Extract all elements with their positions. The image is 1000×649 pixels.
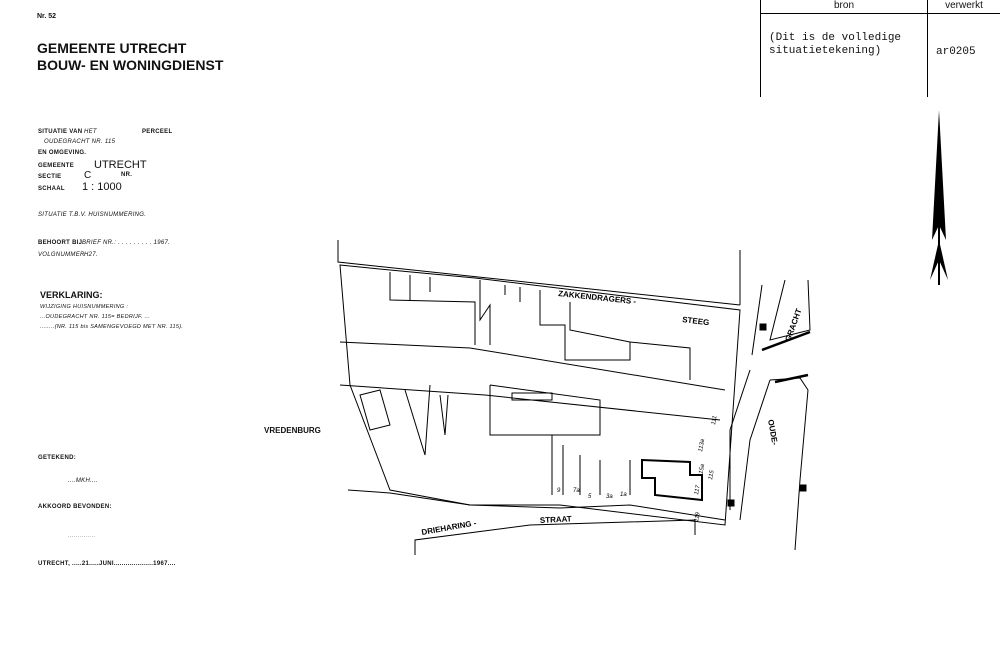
- org-name: GEMEENTE UTRECHT: [37, 40, 187, 56]
- house-number: 3a: [606, 494, 613, 500]
- situatie-hand: HET: [84, 129, 97, 135]
- place-date: UTRECHT, .....21.....JUNI...............…: [38, 561, 176, 567]
- house-number: 115a: [698, 463, 706, 477]
- verklaring-heading: VERKLARING:: [40, 290, 103, 300]
- verklaring-line-3: ........(NR. 115 bis SAMENGEVOEGD MET NR…: [40, 324, 184, 330]
- street-gracht: GRACHT: [783, 307, 803, 342]
- sectie-value: C: [84, 170, 92, 181]
- gemeente-label: GEMEENTE: [38, 163, 75, 169]
- house-number: 115: [708, 469, 716, 480]
- purpose: SITUATIE T.B.V. HUISNUMMERING.: [38, 212, 147, 218]
- house-number: 9: [557, 488, 561, 494]
- north-arrow-icon: [930, 110, 948, 285]
- akkoord-label: AKKOORD BEVONDEN:: [38, 504, 112, 510]
- parcel-115-highlight: [641, 458, 703, 502]
- street-vredenburg: VREDENBURG: [264, 426, 321, 435]
- situation-map: ZAKKENDRAGERS - STEEG DRIEHARING - STRAA…: [337, 240, 811, 555]
- street-steeg: STEEG: [682, 315, 710, 327]
- akkoord-value: ..............: [68, 533, 96, 539]
- situatie-label: SITUATIE VAN: [38, 129, 83, 135]
- house-number: 5: [588, 494, 592, 500]
- verwerkt-header: verwerkt: [945, 0, 983, 11]
- bron-value: (Dit is de volledige situatietekening): [769, 32, 902, 57]
- address: OUDEGRACHT NR. 115: [44, 139, 116, 145]
- house-number: 7a: [573, 488, 580, 494]
- schaal-label: SCHAAL: [38, 186, 65, 192]
- street-oude: OUDE-: [766, 419, 779, 446]
- brief-number: BRIEF NR.: . . . . . . . . . 1967.: [82, 240, 171, 246]
- volgnummer-label: VOLGNUMMER: [38, 252, 85, 258]
- omgeving: EN OMGEVING.: [38, 150, 87, 156]
- getekend-label: GETEKEND:: [38, 455, 77, 461]
- house-number: 119: [694, 511, 702, 522]
- bron-header: bron: [833, 0, 854, 11]
- sheet-number: Nr. 52: [37, 13, 57, 20]
- volgnummer-value: H27.: [84, 252, 98, 258]
- house-number: 113a: [698, 438, 706, 452]
- verwerkt-value: ar0205: [936, 46, 976, 58]
- gemeente-value: UTRECHT: [94, 159, 147, 171]
- sectie-label: SECTIE: [38, 174, 62, 180]
- schaal-value: 1 : 1000: [82, 181, 122, 193]
- house-number: 111: [711, 415, 718, 425]
- building-block: [339, 264, 741, 526]
- behoort-label: BEHOORT BIJ: [38, 240, 83, 246]
- verklaring-line-2: ...OUDEGRACHT NR. 115= BEDRIJF. ...: [40, 314, 151, 320]
- verklaring-line-1: WIJZIGING HUISNUMMERING :: [40, 304, 129, 310]
- street-straat: STRAAT: [540, 514, 572, 525]
- nr-label: NR.: [121, 172, 133, 178]
- house-number: 117: [694, 484, 702, 495]
- getekend-value: ....MKH....: [68, 478, 98, 484]
- house-number: 1a: [620, 492, 627, 498]
- archive-box: bron verwerkt (Dit is de volledige situa…: [760, 0, 1000, 97]
- perceel-label: PERCEEL: [142, 129, 173, 135]
- street-drieharing: DRIEHARING -: [421, 518, 478, 537]
- org-department: BOUW- EN WONINGDIENST: [37, 57, 224, 73]
